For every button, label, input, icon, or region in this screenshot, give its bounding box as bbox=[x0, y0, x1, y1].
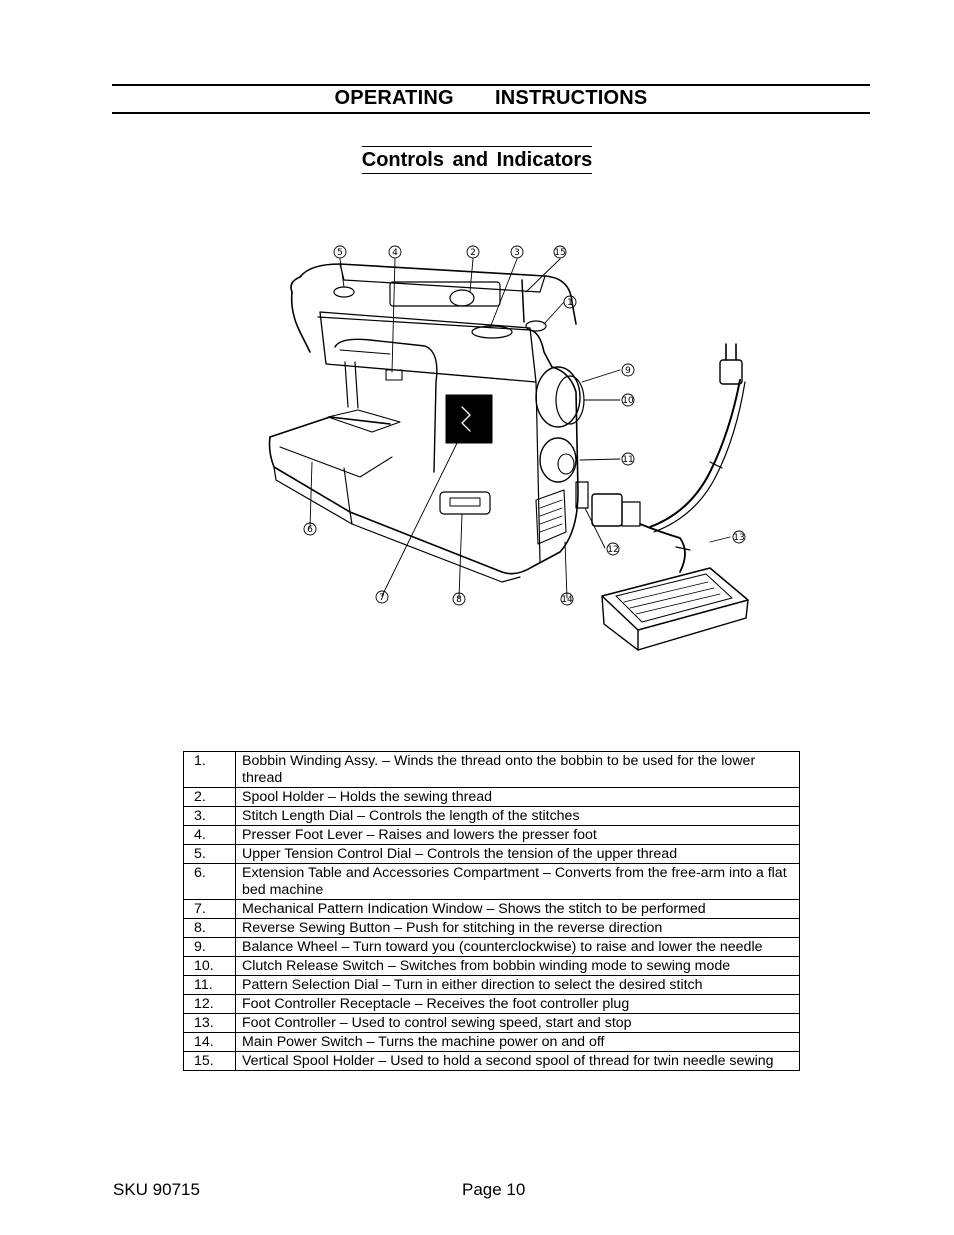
part-number: 15. bbox=[183, 1051, 236, 1071]
foot-controller-drawing bbox=[601, 567, 749, 651]
part-description: Foot Controller Receptacle – Receives th… bbox=[235, 994, 800, 1014]
part-number: 2. bbox=[183, 787, 236, 807]
table-row: 8.Reverse Sewing Button – Push for stitc… bbox=[183, 918, 800, 938]
part-description: Mechanical Pattern Indication Window – S… bbox=[235, 899, 800, 919]
part-description: Vertical Spool Holder – Used to hold a s… bbox=[235, 1051, 800, 1071]
part-description: Spool Holder – Holds the sewing thread bbox=[235, 787, 800, 807]
part-number: 11. bbox=[183, 975, 236, 995]
table-row: 7.Mechanical Pattern Indication Window –… bbox=[183, 899, 800, 919]
table-row: 14.Main Power Switch – Turns the machine… bbox=[183, 1032, 800, 1052]
callout-12: 12 bbox=[607, 545, 618, 555]
table-row: 4.Presser Foot Lever – Raises and lowers… bbox=[183, 825, 800, 845]
callout-5: 5 bbox=[337, 248, 343, 258]
part-description: Presser Foot Lever – Raises and lowers t… bbox=[235, 825, 800, 845]
part-number: 9. bbox=[183, 937, 236, 957]
callout-markers: 5 4 2 3 15 1 9 10 11 12 13 6 7 8 14 bbox=[303, 245, 746, 606]
table-row: 3.Stitch Length Dial – Controls the leng… bbox=[183, 806, 800, 826]
part-description: Reverse Sewing Button – Push for stitchi… bbox=[235, 918, 800, 938]
callout-4: 4 bbox=[392, 248, 398, 258]
part-number: 3. bbox=[183, 806, 236, 826]
callout-6: 6 bbox=[307, 525, 313, 535]
part-description: Clutch Release Switch – Switches from bo… bbox=[235, 956, 800, 976]
callout-14: 14 bbox=[561, 595, 573, 605]
callout-10: 10 bbox=[622, 396, 634, 406]
callout-11: 11 bbox=[622, 455, 633, 465]
callout-15: 15 bbox=[554, 248, 565, 258]
part-number: 10. bbox=[183, 956, 236, 976]
part-number: 14. bbox=[183, 1032, 236, 1052]
table-row: 6.Extension Table and Accessories Compar… bbox=[183, 863, 800, 900]
section-title: OPERATING INSTRUCTIONS bbox=[334, 87, 648, 109]
table-row: 1.Bobbin Winding Assy. – Winds the threa… bbox=[183, 751, 800, 788]
parts-table-body: 1.Bobbin Winding Assy. – Winds the threa… bbox=[183, 751, 800, 1071]
subsection-title: Controls and Indicators bbox=[361, 146, 593, 174]
table-row: 9.Balance Wheel – Turn toward you (count… bbox=[183, 937, 800, 957]
table-row: 10.Clutch Release Switch – Switches from… bbox=[183, 956, 800, 976]
part-description: Foot Controller – Used to control sewing… bbox=[235, 1013, 800, 1033]
part-number: 6. bbox=[183, 863, 236, 900]
sewing-machine-diagram: 5 4 2 3 15 1 9 10 11 12 13 6 7 8 14 bbox=[240, 232, 760, 662]
part-description: Extension Table and Accessories Compartm… bbox=[235, 863, 800, 900]
table-row: 2.Spool Holder – Holds the sewing thread bbox=[183, 787, 800, 807]
part-description: Upper Tension Control Dial – Controls th… bbox=[235, 844, 800, 864]
callout-7: 7 bbox=[379, 593, 385, 603]
power-cord-drawing bbox=[591, 343, 746, 573]
part-number: 12. bbox=[183, 994, 236, 1014]
table-row: 11.Pattern Selection Dial – Turn in eith… bbox=[183, 975, 800, 995]
table-row: 5.Upper Tension Control Dial – Controls … bbox=[183, 844, 800, 864]
part-number: 4. bbox=[183, 825, 236, 845]
part-description: Pattern Selection Dial – Turn in either … bbox=[235, 975, 800, 995]
callout-leaders bbox=[309, 258, 731, 599]
part-number: 5. bbox=[183, 844, 236, 864]
callout-3: 3 bbox=[514, 248, 520, 258]
table-row: 12.Foot Controller Receptacle – Receives… bbox=[183, 994, 800, 1014]
footer-sku: SKU 90715 bbox=[113, 1180, 200, 1199]
callout-1: 1 bbox=[567, 298, 573, 308]
parts-table: 1.Bobbin Winding Assy. – Winds the threa… bbox=[183, 751, 800, 1071]
part-description: Main Power Switch – Turns the machine po… bbox=[235, 1032, 800, 1052]
part-number: 7. bbox=[183, 899, 236, 919]
table-row: 15.Vertical Spool Holder – Used to hold … bbox=[183, 1051, 800, 1071]
callout-9: 9 bbox=[625, 366, 631, 376]
part-description: Bobbin Winding Assy. – Winds the thread … bbox=[235, 751, 800, 788]
callout-8: 8 bbox=[456, 595, 462, 605]
top-rule bbox=[112, 84, 870, 86]
table-row: 13.Foot Controller – Used to control sew… bbox=[183, 1013, 800, 1033]
callout-13: 13 bbox=[733, 533, 744, 543]
part-description: Stitch Length Dial – Controls the length… bbox=[235, 806, 800, 826]
part-number: 8. bbox=[183, 918, 236, 938]
footer-page-number: Page 10 bbox=[462, 1180, 526, 1199]
machine-body-drawing bbox=[268, 263, 589, 583]
part-description: Balance Wheel – Turn toward you (counter… bbox=[235, 937, 800, 957]
part-number: 13. bbox=[183, 1013, 236, 1033]
subsection-heading: Controls and Indicators bbox=[0, 146, 954, 174]
callout-2: 2 bbox=[470, 248, 476, 258]
section-rule bbox=[112, 112, 870, 114]
part-number: 1. bbox=[183, 751, 236, 788]
